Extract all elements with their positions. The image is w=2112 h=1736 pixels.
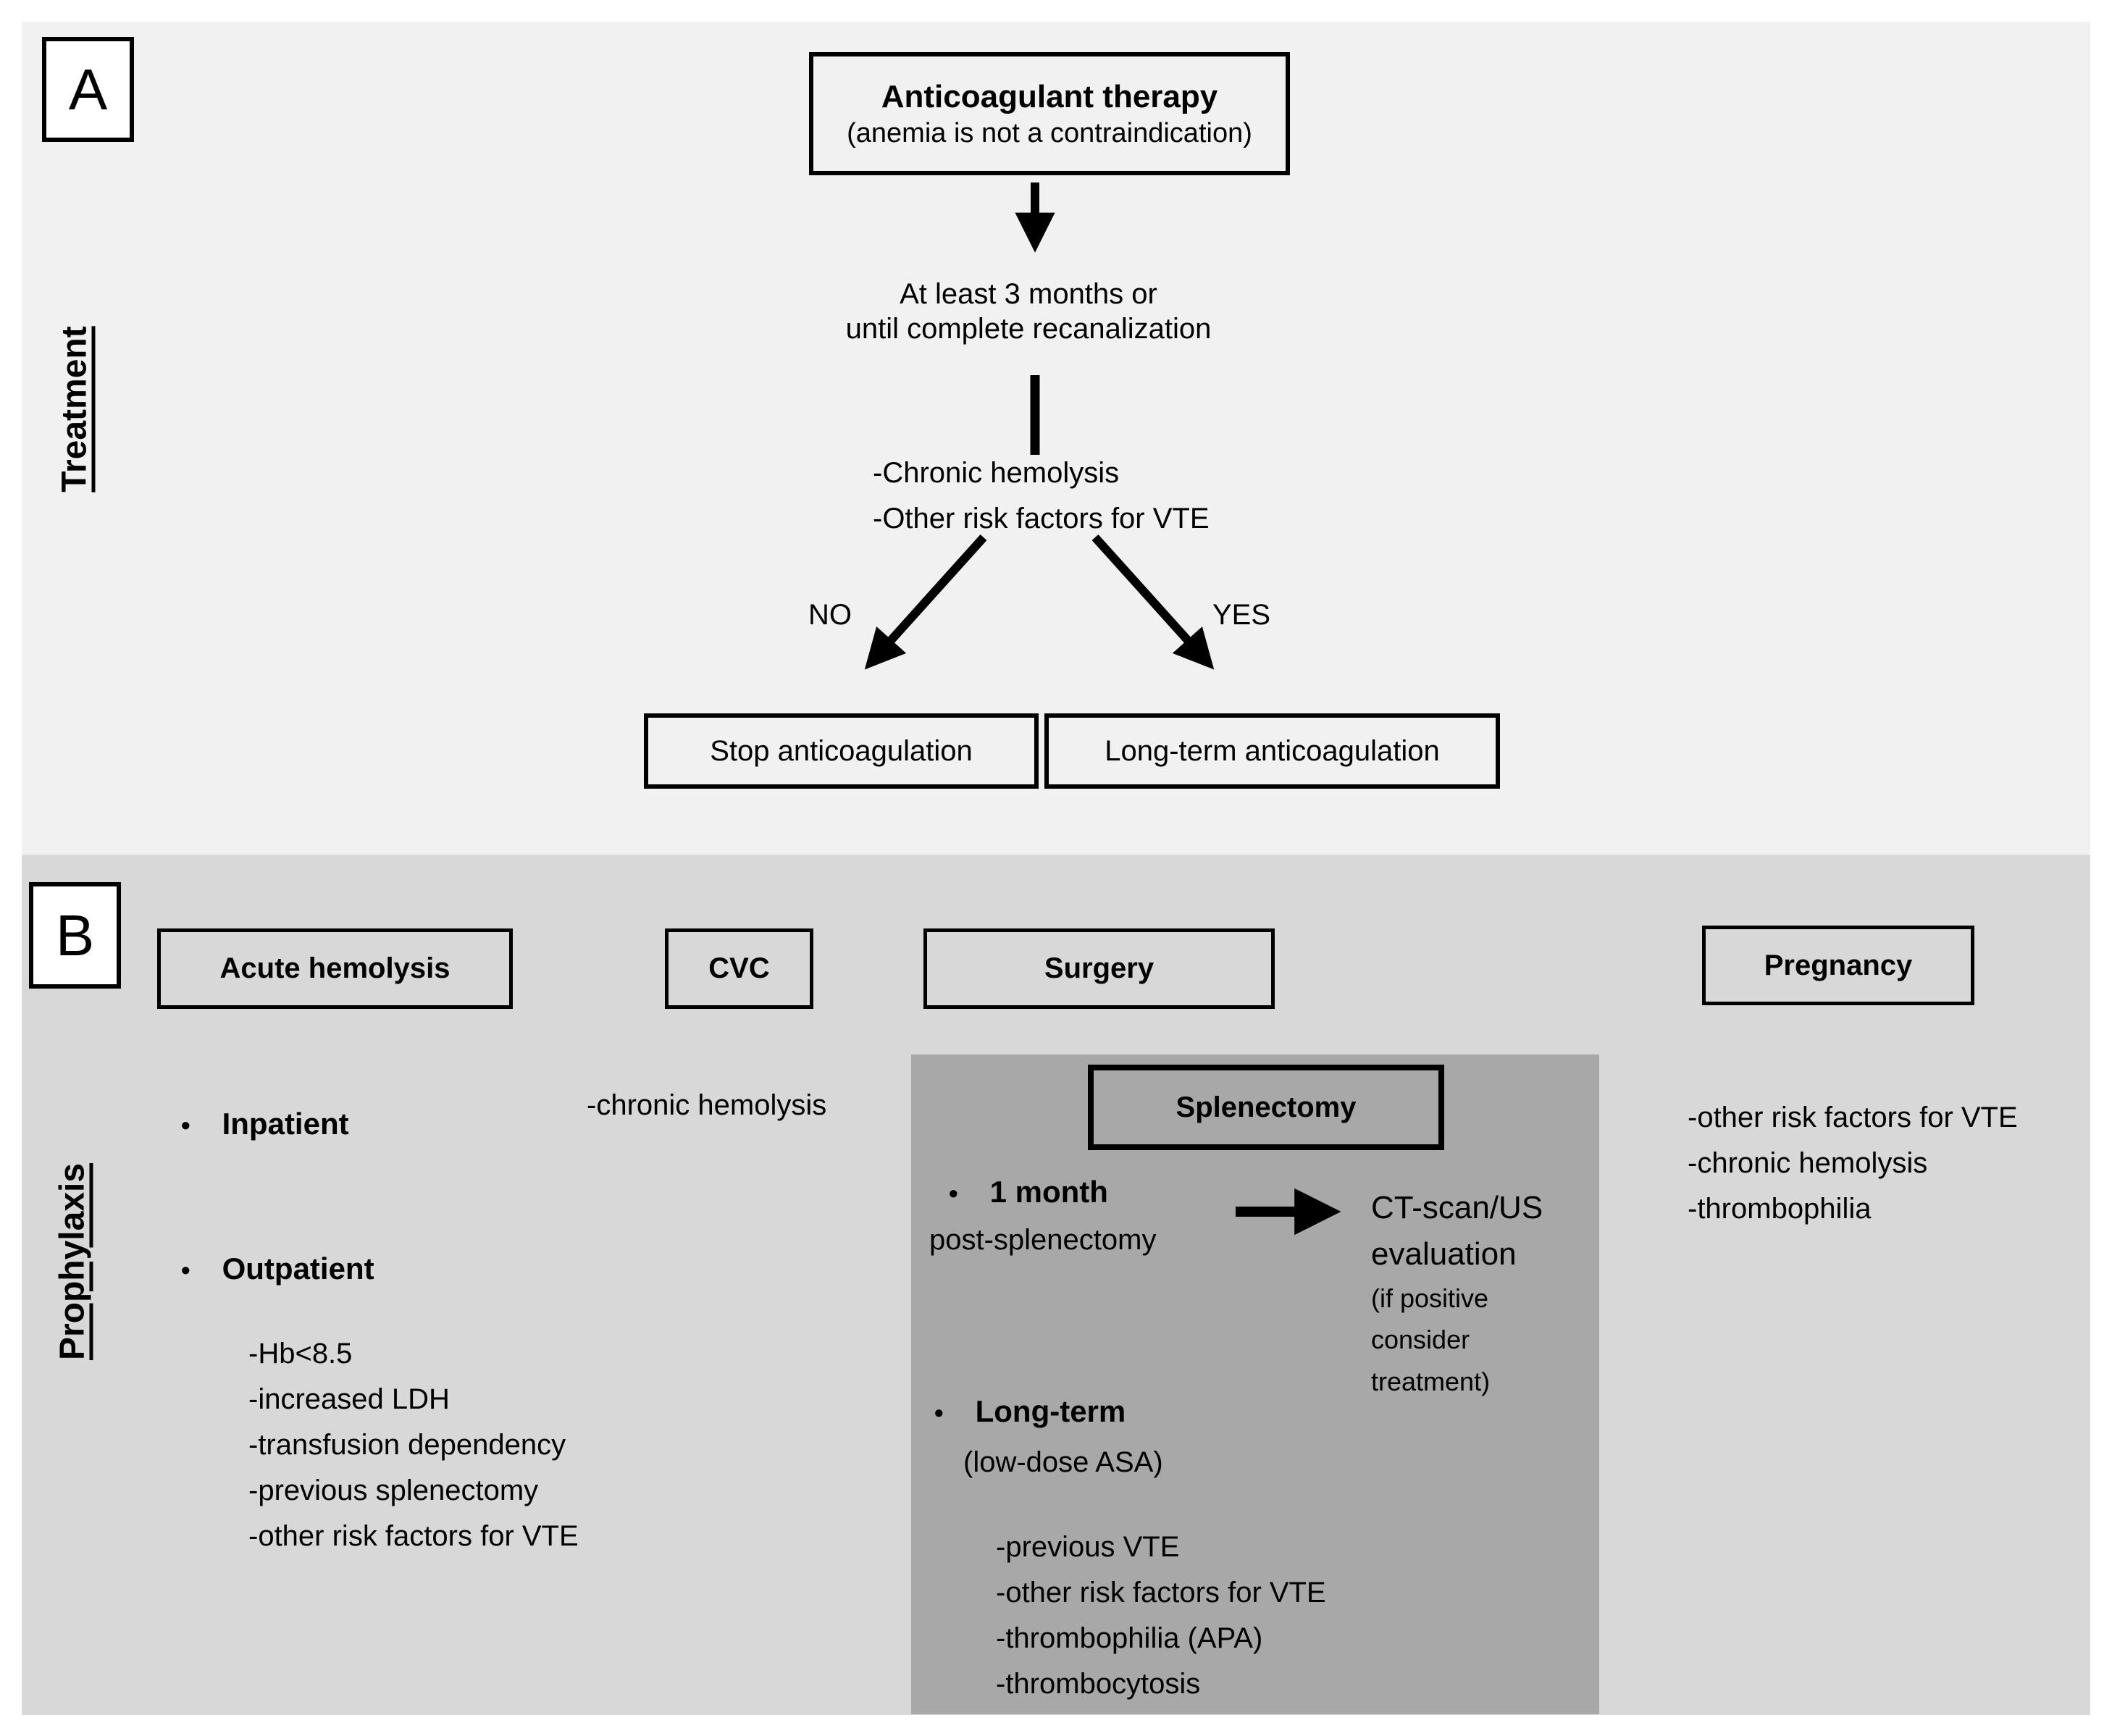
pregnancy-criteria-item: -thrombophilia xyxy=(1688,1193,1872,1225)
outpatient-criteria-item: -previous splenectomy xyxy=(248,1475,539,1506)
low-dose-asa-label: (low-dose ASA) xyxy=(963,1446,1163,1478)
no-branch-label: NO xyxy=(808,599,852,631)
surgery-header: Surgery xyxy=(1044,952,1155,984)
longterm-criteria-item: -other risk factors for VTE xyxy=(996,1577,1326,1609)
acute-hemolysis-header: Acute hemolysis xyxy=(219,952,451,984)
pregnancy-criteria-list: -other risk factors for VTE -chronic hem… xyxy=(1688,1095,2018,1232)
anticoagulant-therapy-box: Anticoagulant therapy (anemia is not a c… xyxy=(809,52,1290,175)
one-month-bullet: • 1 month xyxy=(949,1175,1108,1209)
outpatient-criteria-list: -Hb<8.5 -increased LDH -transfusion depe… xyxy=(248,1331,579,1559)
anticoagulant-title: Anticoagulant therapy xyxy=(881,78,1218,114)
ct-scan-block: CT-scan/US evaluation (if positive consi… xyxy=(1371,1185,1588,1402)
risk-factor-item: -Other risk factors for VTE xyxy=(873,503,1210,534)
anticoagulant-subtitle: (anemia is not a contraindication) xyxy=(847,117,1252,148)
surgery-header-box: Surgery xyxy=(923,928,1275,1009)
treatment-panel: A Treatment Anticoagulant therapy (anemi… xyxy=(22,22,2090,855)
panel-a-label: A xyxy=(42,37,134,142)
ct-scan-line-1: CT-scan/US xyxy=(1371,1190,1543,1225)
bullet-icon: • xyxy=(181,1255,190,1285)
outpatient-criteria-item: -increased LDH xyxy=(248,1383,450,1415)
cvc-header: CVC xyxy=(708,952,770,984)
bullet-icon: • xyxy=(949,1178,958,1208)
acute-hemolysis-header-box: Acute hemolysis xyxy=(157,928,513,1009)
longterm-criteria-item: -previous VTE xyxy=(996,1531,1180,1563)
longterm-criteria-item: -thrombophilia (APA) xyxy=(996,1622,1263,1654)
outpatient-criteria-item: -Hb<8.5 xyxy=(248,1338,353,1370)
stop-anticoagulation-box: Stop anticoagulation xyxy=(644,713,1039,789)
one-month-label: 1 month xyxy=(989,1175,1108,1209)
duration-text: At least 3 months or until complete reca… xyxy=(811,277,1246,346)
outpatient-criteria-item: -other risk factors for VTE xyxy=(248,1520,579,1552)
longterm-criteria-item: -thrombocytosis xyxy=(996,1668,1201,1700)
panel-a-letter: A xyxy=(68,56,108,122)
longterm-criteria-list: -previous VTE -other risk factors for VT… xyxy=(996,1525,1326,1707)
ct-scan-note-1: (if positive xyxy=(1371,1283,1489,1313)
duration-line-1: At least 3 months or xyxy=(900,278,1157,310)
cvc-criteria-item: -chronic hemolysis xyxy=(587,1089,827,1121)
longterm-label: Long-term xyxy=(975,1394,1126,1428)
cvc-header-box: CVC xyxy=(665,928,813,1009)
longterm-bullet: • Long-term xyxy=(934,1394,1126,1429)
ct-scan-line-2: evaluation xyxy=(1371,1236,1517,1272)
pregnancy-header: Pregnancy xyxy=(1764,949,1913,981)
ct-scan-note-2: consider xyxy=(1371,1325,1470,1355)
bullet-icon: • xyxy=(181,1110,190,1140)
treatment-side-label: Treatment xyxy=(55,326,94,492)
prophylaxis-panel: B Prophylaxis Acute hemolysis CVC Surger… xyxy=(22,855,2090,1715)
pregnancy-header-box: Pregnancy xyxy=(1702,926,1974,1005)
longterm-anticoagulation-label: Long-term anticoagulation xyxy=(1105,735,1440,767)
yes-branch-label: YES xyxy=(1212,599,1271,631)
duration-line-2: until complete recanalization xyxy=(845,313,1212,345)
prophylaxis-side-label: Prophylaxis xyxy=(53,1162,92,1361)
inpatient-label: Inpatient xyxy=(222,1107,349,1141)
panel-b-label: B xyxy=(29,882,121,989)
splenectomy-header: Splenectomy xyxy=(1176,1091,1357,1123)
pregnancy-criteria-item: -chronic hemolysis xyxy=(1688,1147,1928,1179)
longterm-anticoagulation-box: Long-term anticoagulation xyxy=(1044,713,1500,789)
stop-anticoagulation-label: Stop anticoagulation xyxy=(710,735,973,767)
bullet-icon: • xyxy=(934,1398,944,1427)
panel-b-letter: B xyxy=(55,902,95,968)
splenectomy-header-box: Splenectomy xyxy=(1088,1065,1444,1150)
outpatient-bullet: • Outpatient xyxy=(181,1251,374,1286)
outpatient-label: Outpatient xyxy=(222,1251,374,1286)
post-splenectomy-label: post-splenectomy xyxy=(929,1224,1157,1256)
outpatient-criteria-item: -transfusion dependency xyxy=(248,1429,566,1461)
ct-scan-note-3: treatment) xyxy=(1371,1366,1491,1396)
splenectomy-panel: Splenectomy • 1 month post-splenectomy C… xyxy=(911,1054,1599,1714)
pregnancy-criteria-item: -other risk factors for VTE xyxy=(1688,1102,2018,1133)
inpatient-bullet: • Inpatient xyxy=(181,1107,349,1141)
risk-factor-list: -Chronic hemolysis -Other risk factors f… xyxy=(873,450,1210,542)
risk-factor-item: -Chronic hemolysis xyxy=(873,457,1120,489)
